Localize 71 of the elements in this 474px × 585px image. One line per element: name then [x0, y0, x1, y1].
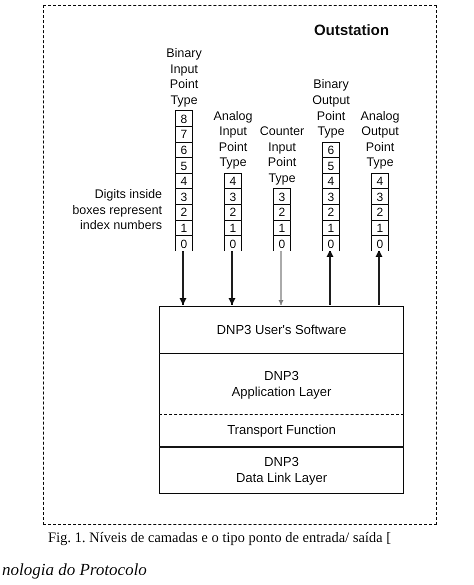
index-number: 3	[180, 190, 188, 204]
index-cell	[370, 235, 389, 251]
index-number: 0	[376, 236, 384, 250]
index-number: 0	[180, 236, 188, 250]
layer-label: DNP3	[264, 454, 299, 470]
index-cell	[174, 110, 193, 126]
index-number: 2	[180, 205, 188, 220]
protocol-layer	[159, 352, 404, 415]
index-number: 2	[229, 205, 236, 220]
point-type-heading: Analog Input Point Type	[212, 108, 254, 171]
arrow	[278, 250, 284, 305]
index-number: 3	[278, 190, 286, 204]
arrow	[326, 250, 334, 305]
point-type-heading: Counter Input Point Type	[258, 124, 306, 187]
index-cell	[322, 188, 340, 204]
outstation-boundary	[43, 5, 437, 525]
index-number: 8	[180, 112, 188, 126]
index-number: 0	[278, 236, 286, 250]
index-cell	[174, 142, 193, 158]
arrow	[375, 250, 383, 305]
layer-label: Data Link Layer	[236, 470, 328, 486]
index-cell	[322, 157, 340, 173]
index-number: 4	[180, 174, 188, 188]
arrow	[228, 250, 236, 305]
index-number: 1	[376, 220, 384, 235]
layer-label: Transport Function	[227, 422, 336, 438]
index-number: 1	[229, 220, 236, 235]
protocol-layer	[159, 446, 404, 494]
index-cell	[322, 172, 340, 188]
index-number: 5	[180, 158, 188, 172]
layer-label: DNP3	[264, 368, 299, 384]
index-number: 2	[327, 205, 334, 220]
note-text: Digits inside boxes represent index numbers	[71, 187, 162, 234]
figure-caption: Fig. 1. Níveis de camadas e o tipo ponto de entrada/ saída [	[48, 530, 392, 547]
index-cell	[174, 235, 193, 251]
point-type-heading: Analog Output Point Type	[360, 108, 400, 171]
index-number: 6	[327, 142, 334, 157]
index-cell	[224, 188, 242, 204]
index-number: 7	[180, 127, 188, 142]
arrow	[179, 250, 187, 305]
outstation-title: Outstation	[314, 22, 389, 39]
index-cell	[272, 188, 291, 204]
index-cell	[174, 157, 193, 173]
index-number: 4	[376, 174, 384, 188]
index-number: 1	[180, 220, 188, 235]
section-heading-fragment: nologia do Protocolo	[2, 560, 147, 580]
index-cell	[370, 188, 389, 204]
index-number: 0	[229, 236, 236, 250]
protocol-layer	[159, 306, 404, 354]
layer-label: DNP3 User's Software	[216, 322, 346, 338]
index-cell	[174, 188, 193, 204]
index-number: 6	[180, 142, 188, 157]
index-number: 5	[327, 158, 334, 172]
point-type-heading: Binary Input Point Type	[165, 46, 203, 109]
index-cell	[322, 235, 340, 251]
index-number: 3	[376, 190, 384, 204]
index-number: 4	[327, 174, 334, 188]
index-cell	[174, 172, 193, 188]
index-number: 3	[327, 190, 334, 204]
index-number: 2	[376, 205, 384, 220]
protocol-layer	[159, 414, 404, 447]
layer-label: Application Layer	[232, 384, 332, 400]
index-number: 1	[278, 220, 286, 235]
index-number: 2	[278, 205, 286, 220]
index-number: 3	[229, 190, 236, 204]
index-number: 1	[327, 220, 334, 235]
index-number: 4	[229, 174, 236, 188]
point-type-heading: Binary Output Point Type	[311, 77, 351, 140]
index-cell	[272, 235, 291, 251]
index-number: 0	[327, 236, 334, 250]
index-cell	[224, 235, 242, 251]
